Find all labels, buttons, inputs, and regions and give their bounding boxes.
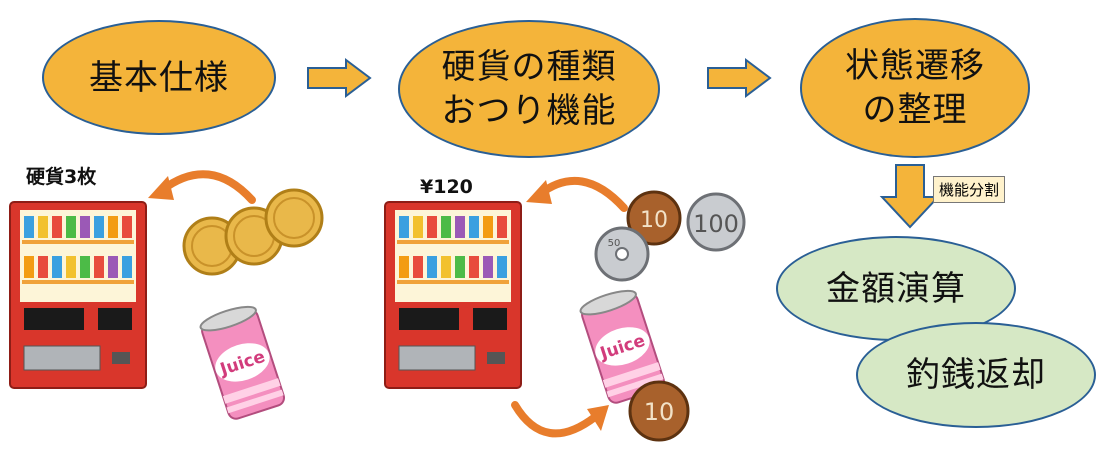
coin-10-text: 10 (640, 208, 668, 233)
change-coin-10: 10 (628, 380, 690, 442)
step-coin-types: 硬貨の種類 おつり機能 (398, 20, 660, 158)
coin-insert-arrow-left (148, 170, 256, 204)
coin-100-text: 100 (693, 210, 739, 238)
flow-arrow-down (879, 164, 941, 229)
step-basic-spec-label: 基本仕様 (89, 57, 229, 98)
step-state-transition: 状態遷移 の整理 (800, 18, 1030, 158)
sub-change-return: 釣銭返却 (856, 322, 1096, 428)
left-caption: 硬貨3枚 (26, 166, 97, 188)
split-label-tag: 機能分割 (933, 176, 1006, 203)
sub-change-return-label: 釣銭返却 (906, 355, 1046, 395)
change-return-arrow (511, 401, 609, 438)
change-coin-10-text: 10 (644, 398, 675, 426)
yen-coins-group: 100 10 50 (594, 190, 746, 282)
right-caption: ¥120 (420, 176, 473, 198)
vending-machine-right (384, 201, 522, 389)
juice-can-left: Juice (199, 305, 285, 420)
gold-coins-group (182, 188, 324, 276)
sub-amount-calc-label: 金額演算 (826, 268, 966, 309)
step-coin-types-label: 硬貨の種類 おつり機能 (441, 47, 617, 131)
flow-arrow-2 (707, 58, 772, 98)
coin-insert-arrow-right (526, 177, 628, 212)
sub-amount-calc: 金額演算 (776, 236, 1016, 341)
step-state-transition-label: 状態遷移 の整理 (845, 46, 985, 130)
flow-arrow-1 (307, 58, 372, 98)
step-basic-spec: 基本仕様 (42, 20, 276, 135)
juice-can-right: Juice (579, 289, 665, 404)
vending-machine-left (9, 201, 147, 389)
coin-50-text: 50 (608, 238, 621, 249)
